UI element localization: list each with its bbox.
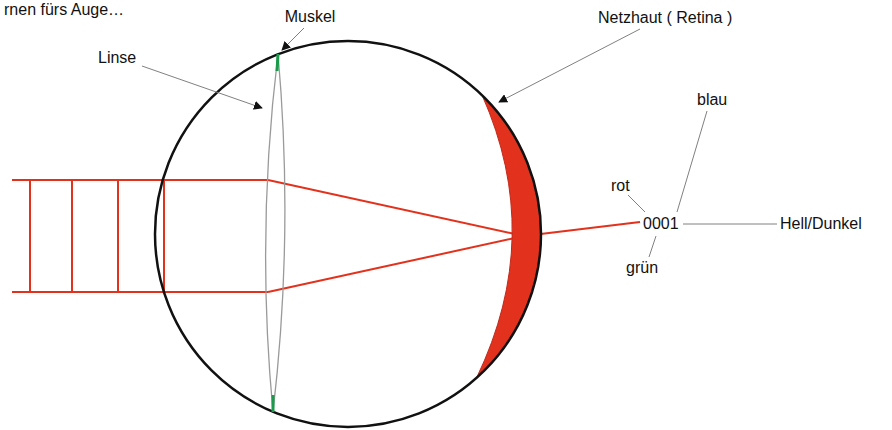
muscle bbox=[277, 54, 278, 71]
page-heading: rnen fürs Auge… bbox=[4, 1, 124, 19]
ray bbox=[268, 236, 524, 292]
lens bbox=[266, 54, 285, 412]
leader-line bbox=[649, 236, 656, 257]
part-label: Netzhaut ( Retina ) bbox=[598, 9, 732, 27]
wavefront bbox=[117, 180, 119, 292]
part-label: Muskel bbox=[285, 8, 336, 26]
wavefront bbox=[71, 180, 73, 292]
leader-lines bbox=[142, 28, 777, 257]
muscle bbox=[272, 395, 275, 412]
signal-label: grün bbox=[626, 259, 658, 277]
leader-line bbox=[282, 28, 304, 50]
leader-line bbox=[499, 29, 640, 102]
ray bbox=[268, 180, 524, 236]
signal-code: 0001 bbox=[643, 215, 679, 233]
ray bbox=[12, 291, 268, 293]
signal-label: Hell/Dunkel bbox=[780, 215, 862, 233]
part-label: Linse bbox=[98, 49, 136, 67]
signal-label: blau bbox=[697, 91, 727, 109]
leader-line bbox=[683, 224, 777, 225]
ray bbox=[12, 179, 268, 181]
signal-label: rot bbox=[611, 177, 630, 195]
eyeball bbox=[155, 41, 541, 427]
light-rays bbox=[12, 180, 640, 292]
wavefront bbox=[29, 180, 31, 292]
leader-line bbox=[628, 195, 645, 212]
retina bbox=[477, 95, 542, 378]
leader-line bbox=[677, 111, 707, 212]
leader-line bbox=[142, 66, 262, 108]
wavefront bbox=[163, 180, 165, 292]
